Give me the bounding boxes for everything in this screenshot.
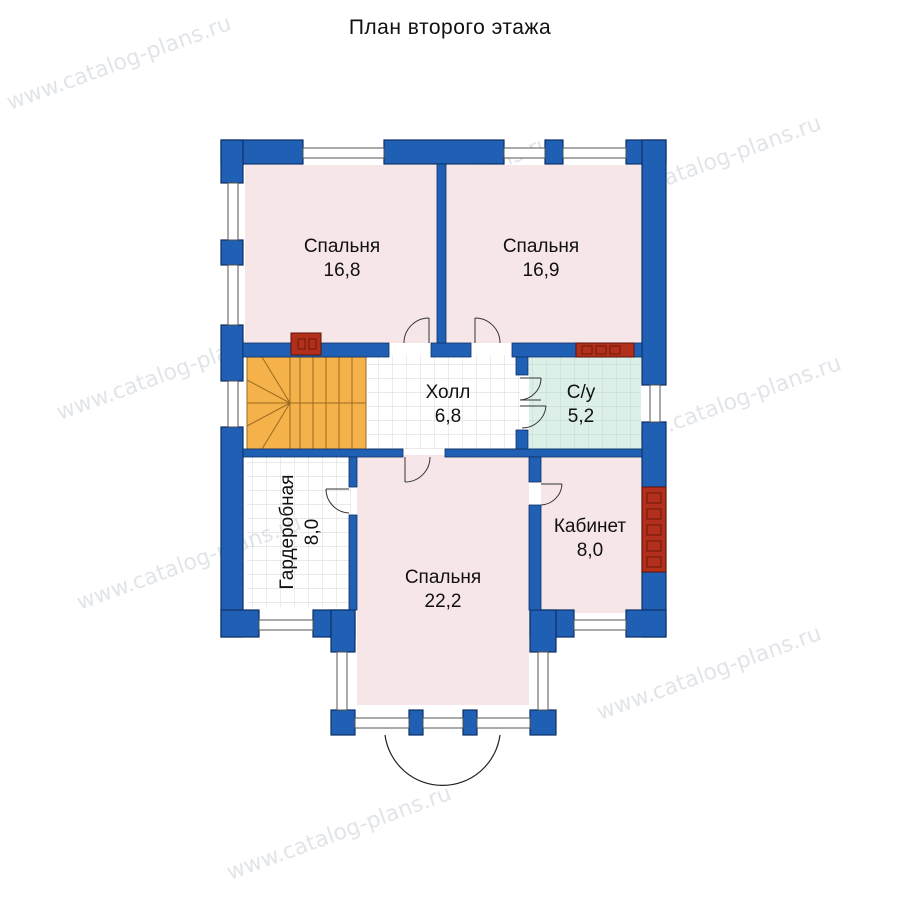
hall-floor [368,355,520,449]
plan-title: План второго этажа [348,16,552,39]
bedroom-s-area: 22,2 [425,591,462,612]
bedroom-ne-name: Спальня [503,236,579,257]
hall-name: Холл [426,382,471,403]
bathroom-name: С/у [567,382,596,403]
chimneys [290,332,667,573]
bathroom-area: 5,2 [568,406,594,427]
room-labels: Спальня 16,8 Спальня 16,9 Холл 6,8 С/у 5… [277,236,626,612]
bathroom-floor [529,355,641,449]
study-name: Кабинет [554,516,627,537]
wardrobe-area: 8,0 [302,519,323,545]
wardrobe-name: Гардеробная [277,475,298,590]
watermark-8: www.catalog-plans.ru [224,781,455,886]
windows [227,147,661,729]
bedroom-nw-area: 16,8 [324,260,361,281]
bedroom-ne-area: 16,9 [523,260,560,281]
watermark-1: www.catalog-plans.ru [4,11,235,116]
doors [325,317,563,514]
bedroom-ne-floor [446,165,642,343]
wardrobe-floor [247,455,351,607]
bedroom-nw-name: Спальня [304,236,380,257]
bedroom-s-floor [357,455,529,705]
bedroom-s-name: Спальня [405,567,481,588]
floors [245,165,642,705]
balcony-arc [384,734,501,786]
study-area: 8,0 [577,540,603,561]
study-floor [541,455,642,613]
bedroom-nw-floor [245,165,437,343]
hall-area: 6,8 [435,406,461,427]
staircase [246,356,367,450]
